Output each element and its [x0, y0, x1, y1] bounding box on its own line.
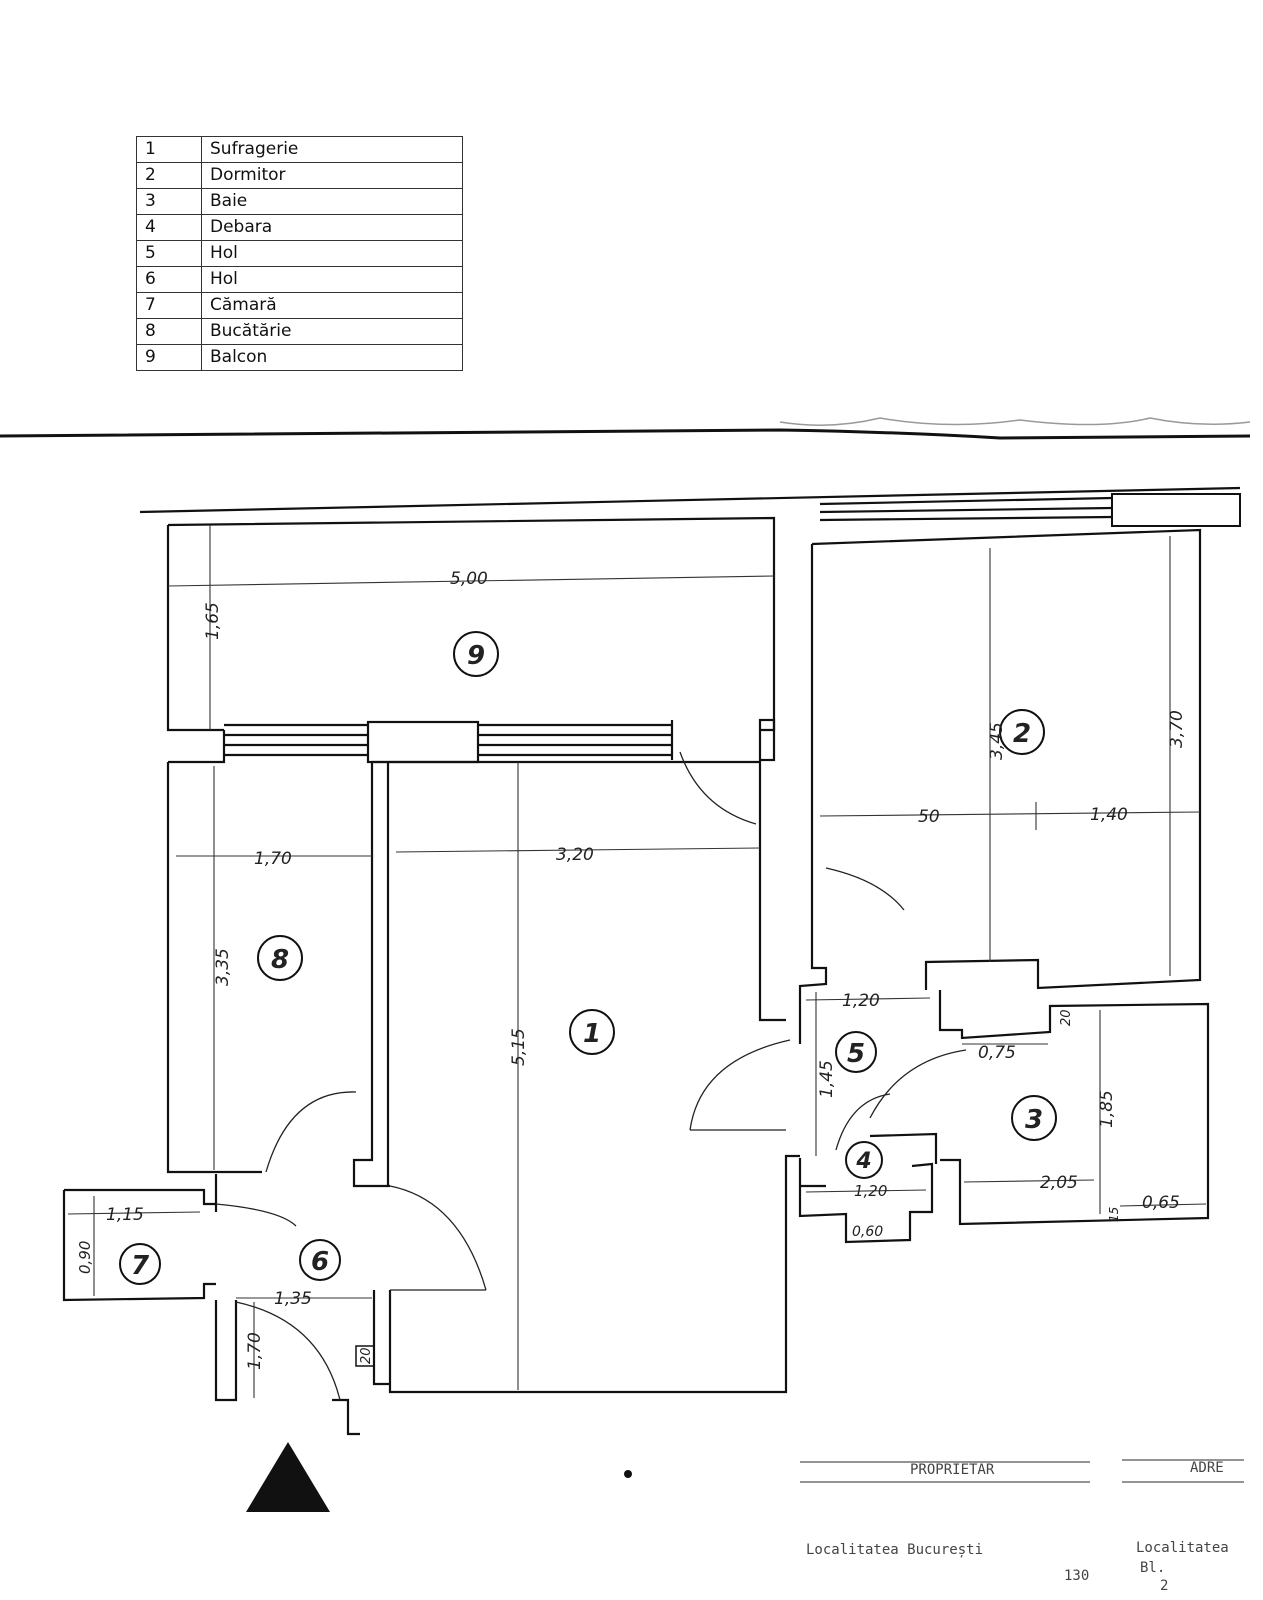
dim-label: 2,05	[1040, 1173, 1078, 1193]
legend-room-name: Balcon	[201, 344, 463, 371]
room-circle-9	[453, 631, 499, 677]
dim-label: 3,45	[987, 722, 1007, 760]
legend-room-name: Debara	[201, 214, 463, 241]
dim-label: 15	[1107, 1207, 1121, 1222]
room-circle-3	[1011, 1095, 1057, 1141]
dim-label: 1,40	[1090, 805, 1128, 825]
legend-room-number: 5	[136, 240, 202, 267]
dim-label: 1,35	[274, 1289, 312, 1309]
legend-room-number: 6	[136, 266, 202, 293]
room-number-6: 6	[311, 1247, 329, 1277]
dim-label: 1,45	[817, 1060, 837, 1098]
room-number-1: 1	[583, 1019, 601, 1049]
dim-label: 20	[359, 1347, 374, 1364]
room-number-circles	[119, 631, 1057, 1285]
title-block-localitatea: Localitatea București	[806, 1542, 984, 1558]
legend-room-number: 9	[136, 344, 202, 371]
legend-room-number: 4	[136, 214, 202, 241]
dim-label: 50	[918, 807, 940, 827]
dim-label: 3,35	[213, 948, 233, 986]
dim-label: 5,15	[509, 1028, 529, 1066]
dim-label: 1,20	[842, 991, 880, 1011]
title-block-localitatea-2: Localitatea	[1136, 1540, 1229, 1556]
dim-label: 1,65	[203, 602, 223, 640]
dim-label: 0,65	[1142, 1193, 1180, 1213]
room-number-3: 3	[1025, 1105, 1043, 1135]
room-numbers: 9 2 8 1 5 3 4 6 7	[131, 641, 1043, 1281]
room-number-4: 4	[855, 1149, 871, 1174]
dim-label: 1,20	[854, 1182, 887, 1200]
room-number-9: 9	[467, 641, 485, 671]
legend-room-name: Bucătărie	[201, 318, 463, 345]
scan-fold-line	[0, 428, 1251, 440]
room-circle-7	[119, 1243, 161, 1285]
torn-paper-edge	[779, 417, 1251, 426]
room-circle-6	[299, 1239, 341, 1281]
legend-room-name: Baie	[201, 188, 463, 215]
legend-room-number: 8	[136, 318, 202, 345]
title-block-nr: 130	[1064, 1568, 1090, 1584]
room-circle-5	[835, 1031, 877, 1073]
room-circle-2	[999, 709, 1045, 755]
room-number-2: 2	[1013, 719, 1031, 749]
dimension-labels: 5,00 1,65 1,70 3,20 3,35 5,15 3,45 3,70 …	[76, 569, 1187, 1370]
dim-label: 5,00	[450, 569, 488, 589]
room-circle-1	[569, 1009, 615, 1055]
north-arrow-icon	[246, 1442, 330, 1512]
room-number-8: 8	[271, 945, 289, 975]
title-block-nr-2: 2	[1160, 1578, 1169, 1594]
legend-room-name: Cămară	[201, 292, 463, 319]
dim-label: 1,70	[245, 1332, 265, 1370]
dim-label: 20	[1059, 1009, 1074, 1026]
dimension-lines	[67, 525, 1207, 1398]
title-block-proprietar: PROPRIETAR	[910, 1462, 995, 1478]
dim-label: 0,60	[852, 1224, 883, 1240]
legend-room-name: Hol	[201, 266, 463, 293]
room-circle-4	[845, 1141, 883, 1179]
room-circle-8	[257, 935, 303, 981]
dim-label: 1,85	[1097, 1090, 1117, 1128]
dim-label: 1,70	[254, 849, 292, 869]
dim-label: 3,20	[556, 845, 594, 865]
dim-label: 3,70	[1167, 710, 1187, 748]
room-number-5: 5	[847, 1039, 865, 1069]
ink-dot	[624, 1470, 632, 1478]
dim-label: 0,75	[978, 1043, 1016, 1063]
dim-label: 0,90	[76, 1241, 94, 1274]
walls	[62, 486, 1241, 1436]
title-block-adresa: ADRE	[1190, 1460, 1224, 1476]
title-block-lines	[800, 1459, 1244, 1483]
dim-label: 1,15	[106, 1205, 144, 1225]
title-block-bloc: Bl.	[1140, 1560, 1166, 1576]
room-number-7: 7	[131, 1251, 150, 1281]
